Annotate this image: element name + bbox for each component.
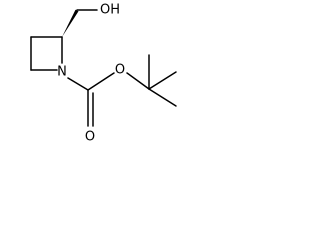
stereo-wedge-bond	[62, 9, 79, 38]
ester-oxygen-label: O	[115, 63, 125, 78]
o-tbutyl-bond	[126, 72, 150, 90]
carbonyl-oxygen-label: O	[85, 130, 95, 145]
tbutyl-methyl-down	[148, 88, 177, 107]
n-carbonyl-bond	[67, 77, 89, 91]
hydroxyl-label: OH	[100, 3, 120, 18]
chemical-structure: OH N O O	[30, 3, 177, 145]
tbutyl-methyl-right	[148, 71, 177, 90]
ester-single-bond	[87, 72, 115, 91]
ring-nitrogen-label: N	[57, 65, 67, 80]
